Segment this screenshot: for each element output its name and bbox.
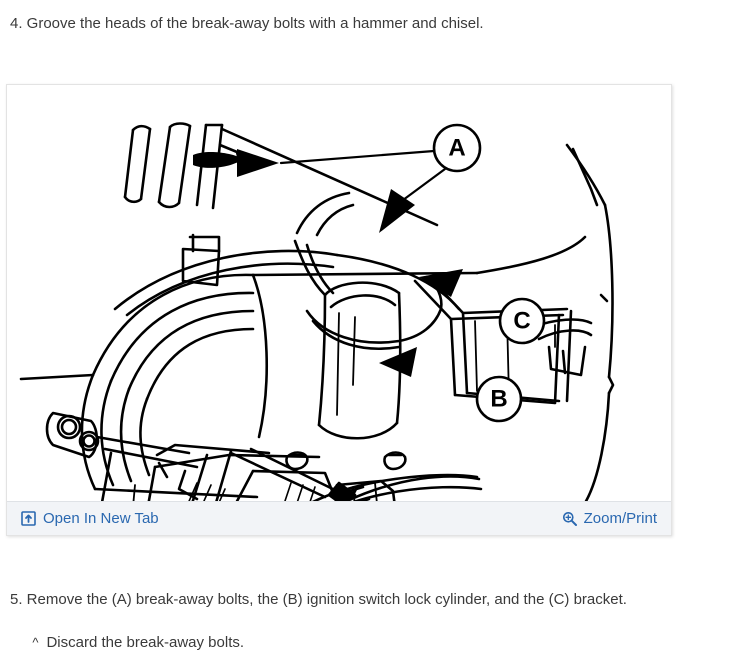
magnifier-plus-icon [562,511,577,526]
figure-canvas[interactable]: A C B [7,85,671,501]
leader-lines [279,149,447,205]
note-marker: ^ [32,635,39,651]
callout-A-label: A [448,135,465,162]
step-5-text: 5. Remove the (A) break-away bolts, the … [10,591,627,608]
zoom-print-label: Zoom/Print [583,510,657,527]
callout-A[interactable]: A [432,123,482,173]
arrow-to-lock-cylinder-top [379,189,415,233]
arrow-to-lower-bolt [379,347,417,377]
callout-C[interactable]: C [498,297,546,345]
callout-C-label: C [513,308,530,335]
open-in-new-tab-link[interactable]: Open In New Tab [21,511,159,526]
callout-B-label: B [490,386,507,413]
figure-toolbar: Open In New Tab Zoom/Print [7,501,671,535]
zoom-print-link[interactable]: Zoom/Print [562,511,657,526]
note-text: Discard the break-away bolts. [46,634,245,652]
arrow-markers [193,149,463,377]
step-4-text: 4. Groove the heads of the break-away bo… [10,15,484,32]
figure-viewer: A C B Open In [6,84,672,536]
arrow-to-bracket [419,269,463,297]
callout-circles: A C B [432,123,546,423]
chisel-groove-mark [193,152,243,168]
arrow-to-bolt-upper-left [237,149,279,177]
steering-column-line-drawing: A C B [7,85,671,501]
callout-B[interactable]: B [475,375,523,423]
open-in-new-tab-label: Open In New Tab [43,510,159,527]
step-5-note: ^ Discard the break-away bolts. [24,613,244,654]
open-in-new-tab-icon [21,511,36,526]
